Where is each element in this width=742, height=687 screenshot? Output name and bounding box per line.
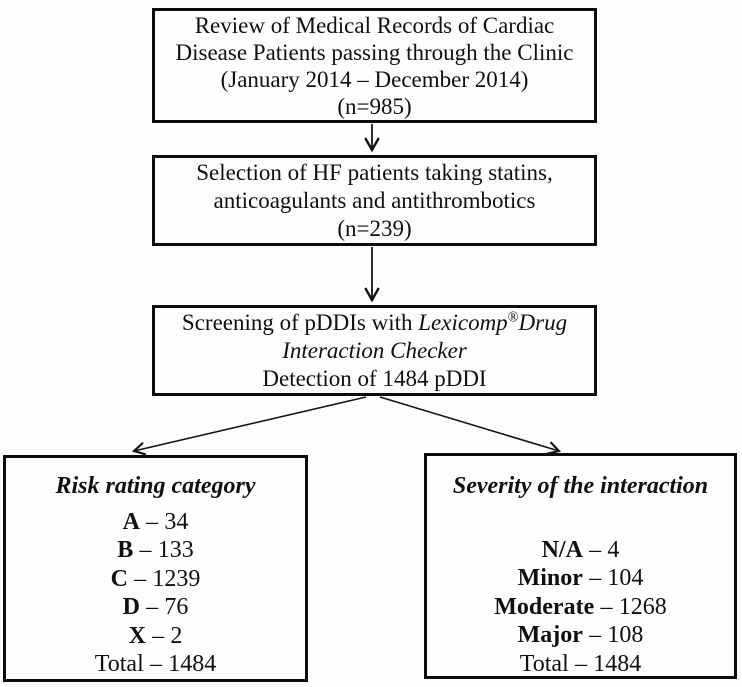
risk-row-c: C–1239 <box>6 565 305 594</box>
risk-row-b-value: 133 <box>157 537 194 563</box>
dash-separator: – <box>139 537 152 563</box>
severity-total-row: Total–1484 <box>427 650 734 679</box>
dash-separator: – <box>134 565 147 592</box>
step3-screening-box: Screening of pDDIs with Lexicomp®Drug In… <box>152 305 597 396</box>
step2-sample-size: (n=239) <box>337 215 412 241</box>
arrow-step3-to-risk <box>131 396 367 456</box>
risk-row-x-label: X <box>128 622 146 649</box>
step1-line-2: Disease Patients passing through the Cli… <box>175 39 574 65</box>
severity-row-major: Major–108 <box>427 621 734 650</box>
severity-total-label: Total <box>519 650 569 677</box>
step1-records-review-box: Review of Medical Records of Cardiac Dis… <box>152 8 597 123</box>
severity-row-moderate: Moderate–1268 <box>427 593 734 622</box>
severity-row-moderate-label: Moderate <box>494 593 595 620</box>
step3-line-2: Interaction Checker <box>282 337 467 363</box>
severity-row-moderate-value: 1268 <box>618 593 667 620</box>
dash-separator: – <box>152 622 165 649</box>
step3-detection-count: Detection of 1484 pDDI <box>262 365 487 391</box>
severity-row-minor-label: Minor <box>517 565 583 591</box>
severity-row-major-label: Major <box>517 622 583 648</box>
risk-row-d: D–76 <box>6 593 305 622</box>
severity-row-na: N/A–4 <box>427 536 734 565</box>
dash-separator: – <box>589 565 602 591</box>
severity-row-minor: Minor–104 <box>427 564 734 593</box>
dash-separator: – <box>146 594 159 620</box>
risk-row-d-value: 76 <box>164 594 189 620</box>
risk-row-c-value: 1239 <box>152 565 201 592</box>
severity-row-minor-value: 104 <box>607 565 644 591</box>
dash-separator: – <box>149 651 162 677</box>
risk-row-c-label: C <box>110 565 128 592</box>
step3-line-1: Screening of pDDIs with Lexicomp®Drug <box>155 309 594 337</box>
dash-separator: – <box>600 593 613 620</box>
dash-separator: – <box>589 622 602 648</box>
severity-row-na-label: N/A <box>541 536 583 563</box>
severity-total-value: 1484 <box>593 650 642 677</box>
dash-separator: – <box>574 650 587 677</box>
arrow-step3-to-severity <box>379 396 562 455</box>
step1-sample-size: (n=985) <box>337 93 412 119</box>
risk-rating-category-box: Risk rating category A–34 B–133 C–1239 D… <box>3 455 308 682</box>
risk-row-a-value: 34 <box>164 508 189 535</box>
risk-row-b: B–133 <box>6 536 305 565</box>
step2-line-1: Selection of HF patients taking statins, <box>196 159 553 185</box>
dash-separator: – <box>589 536 602 563</box>
risk-total-label: Total <box>94 651 144 677</box>
risk-row-x-value: 2 <box>170 622 183 649</box>
risk-row-x: X–2 <box>6 622 305 651</box>
risk-row-d-label: D <box>122 594 140 620</box>
step2-line-2: anticoagulants and antithrombotics <box>213 187 536 213</box>
dash-separator: – <box>146 508 159 535</box>
severity-box-title: Severity of the interaction <box>452 473 709 499</box>
severity-row-major-value: 108 <box>607 622 644 648</box>
risk-box-title: Risk rating category <box>55 473 256 499</box>
severity-of-interaction-box: Severity of the interaction N/A–4 Minor–… <box>424 453 737 679</box>
registered-trademark-symbol: ® <box>507 308 519 325</box>
risk-row-a-label: A <box>122 508 140 535</box>
step3-tool-name: Lexicomp <box>418 309 508 335</box>
step3-line1-prefix: Screening of pDDIs with <box>181 309 419 335</box>
risk-row-b-label: B <box>117 537 134 563</box>
step1-line-3: (January 2014 – December 2014) <box>220 66 529 92</box>
risk-total-row: Total–1484 <box>6 650 305 679</box>
step1-line-1: Review of Medical Records of Cardiac <box>194 12 555 38</box>
severity-row-na-value: 4 <box>607 536 620 563</box>
step3-tool-name-2: Drug <box>518 309 568 335</box>
step2-patient-selection-box: Selection of HF patients taking statins,… <box>152 155 597 246</box>
risk-row-a: A–34 <box>6 508 305 537</box>
risk-total-value: 1484 <box>168 651 217 677</box>
